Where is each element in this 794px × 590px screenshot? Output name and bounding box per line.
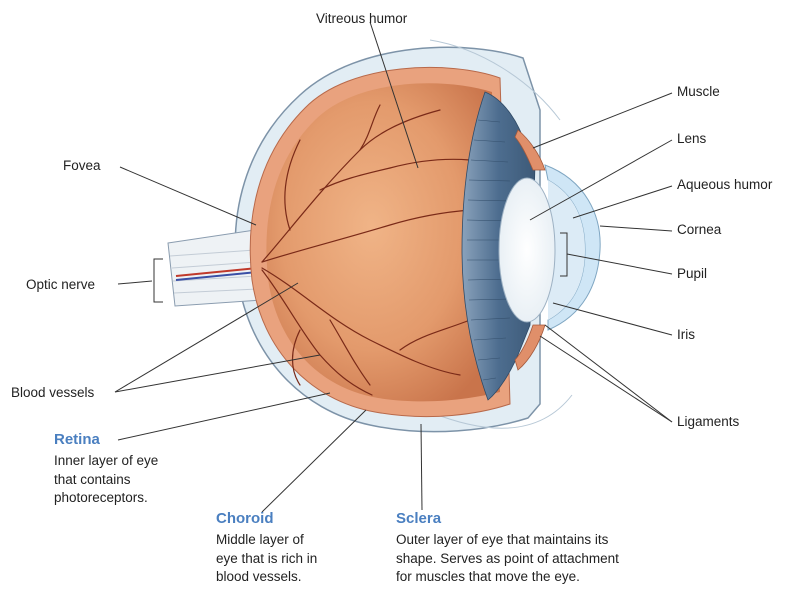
choroid-title: Choroid <box>216 510 274 528</box>
choroid-desc: Middle layer of eye that is rich in bloo… <box>216 531 317 587</box>
label-blood-vessels: Blood vessels <box>11 385 94 401</box>
retina-desc: Inner layer of eye that contains photore… <box>54 452 158 508</box>
retina-title: Retina <box>54 431 100 449</box>
label-lens: Lens <box>677 131 706 147</box>
sclera-title: Sclera <box>396 510 441 528</box>
label-muscle: Muscle <box>677 84 720 100</box>
label-fovea: Fovea <box>63 158 101 174</box>
optic-nerve-bracket <box>154 259 163 302</box>
label-optic-nerve: Optic nerve <box>26 277 95 293</box>
label-vitreous-humor: Vitreous humor <box>316 11 407 27</box>
label-cornea: Cornea <box>677 222 721 238</box>
optic-nerve-drawing <box>168 230 262 306</box>
lens-shape <box>499 178 555 322</box>
label-aqueous-humor: Aqueous humor <box>677 177 772 193</box>
label-ligaments: Ligaments <box>677 414 739 430</box>
sclera-desc: Outer layer of eye that maintains its sh… <box>396 531 619 587</box>
label-iris: Iris <box>677 327 695 343</box>
label-pupil: Pupil <box>677 266 707 282</box>
